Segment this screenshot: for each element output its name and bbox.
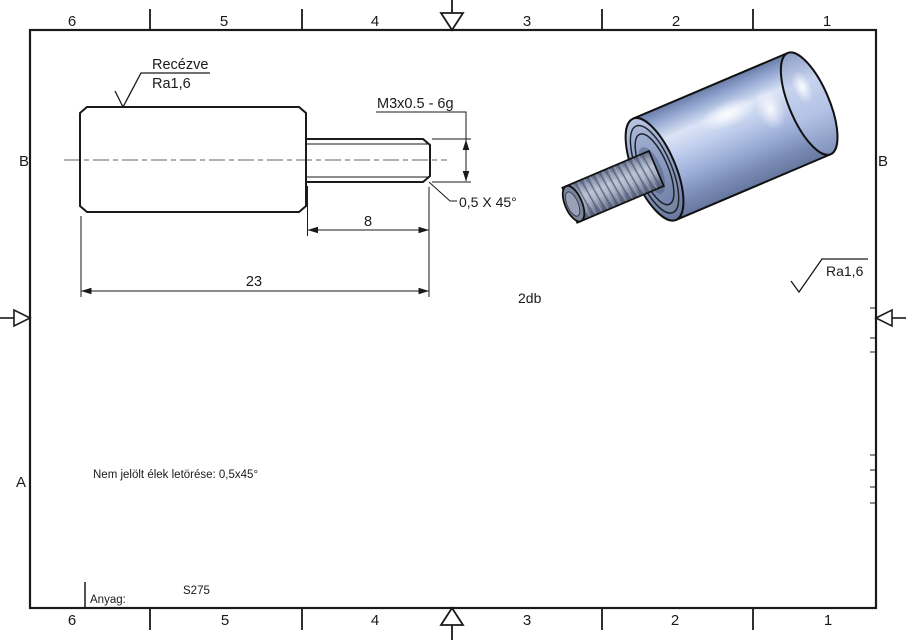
zone-label-top: 3 xyxy=(523,13,531,30)
arrowhead-left-icon xyxy=(81,287,92,295)
thread-minor-diameter-lines xyxy=(307,143,428,178)
part-3d-view xyxy=(561,51,839,224)
zone-label-bottom: 3 xyxy=(523,612,531,629)
body-highlight xyxy=(754,88,786,131)
material-value: S275 xyxy=(183,585,210,597)
triangle-right-icon xyxy=(13,308,32,328)
thread-spec-label: M3x0.5 - 6g xyxy=(377,96,454,112)
arrowhead-right-icon xyxy=(418,287,429,295)
dimension-value: 8 xyxy=(364,214,372,230)
thread-spec-callout: M3x0.5 - 6g xyxy=(376,96,471,183)
triangle-up-icon xyxy=(439,606,465,626)
centering-mark-top xyxy=(439,0,465,32)
zone-label-left: B xyxy=(19,153,29,170)
dimension-value: 23 xyxy=(246,274,262,290)
cylinder-body xyxy=(633,53,831,220)
zone-label-top: 2 xyxy=(672,13,680,30)
body-outline xyxy=(79,106,307,213)
zone-ticks-bottom xyxy=(149,608,754,630)
cylinder-silhouette xyxy=(632,52,832,221)
zone-label-bottom: 4 xyxy=(371,612,379,629)
part-front-view: Recézve Ra1,6 M3x0.5 - 6g 0,5 X 45° 8 xyxy=(64,57,517,297)
roughness-value: Ra1,6 xyxy=(152,76,191,92)
dimension-thread-length: 8 xyxy=(307,186,430,297)
dimension-overall-length: 23 xyxy=(80,216,429,297)
surface-finish-general: Ra1,6 xyxy=(790,258,868,294)
centering-mark-bottom xyxy=(439,606,465,640)
zone-label-bottom: 6 xyxy=(68,612,76,629)
far-cap-highlight xyxy=(791,71,813,104)
zone-label-right: B xyxy=(878,153,888,170)
stud-tip-face xyxy=(564,191,581,217)
zone-ticks-top xyxy=(149,9,754,30)
zone-label-bottom: 5 xyxy=(221,612,229,629)
body-highlight xyxy=(699,97,756,131)
zone-label-top: 1 xyxy=(823,13,831,30)
arrowhead-right-icon xyxy=(418,226,429,234)
thread-spec-leader xyxy=(376,111,467,181)
material-label: Anyag: xyxy=(90,594,126,606)
arrowhead-left-icon xyxy=(307,226,318,234)
zone-label-left: A xyxy=(16,474,26,491)
zone-label-top: 6 xyxy=(68,13,76,30)
roughness-value: Ra1,6 xyxy=(826,263,864,279)
arrowhead-down-icon xyxy=(462,171,470,182)
extension-lines xyxy=(432,138,471,183)
chamfer-leader xyxy=(428,181,457,202)
triangle-down-icon xyxy=(439,12,465,32)
extension-lines xyxy=(307,186,430,297)
centering-mark-right xyxy=(874,308,906,328)
zone-label-top: 4 xyxy=(371,13,379,30)
ruler-ticks-right xyxy=(870,307,876,504)
general-note: Nem jelölt élek letörése: 0,5x45° xyxy=(93,469,258,481)
thread-outline xyxy=(307,138,431,183)
quantity-note: 2db xyxy=(518,290,542,306)
roughness-icon xyxy=(790,258,868,294)
centering-mark-left xyxy=(0,308,32,328)
chamfer-label: 0,5 X 45° xyxy=(459,194,517,210)
zone-label-bottom: 1 xyxy=(824,612,832,629)
chamfer-callout: 0,5 X 45° xyxy=(428,181,517,210)
arrowhead-up-icon xyxy=(462,139,470,150)
roughness-icon xyxy=(114,72,210,109)
surface-finish-callout: Recézve Ra1,6 xyxy=(114,57,210,109)
zone-label-bottom: 2 xyxy=(671,612,679,629)
title-block: Anyag: S275 xyxy=(84,582,210,608)
zone-label-top: 5 xyxy=(220,13,228,30)
knurl-note: Recézve xyxy=(152,57,208,73)
triangle-left-icon xyxy=(874,308,893,328)
